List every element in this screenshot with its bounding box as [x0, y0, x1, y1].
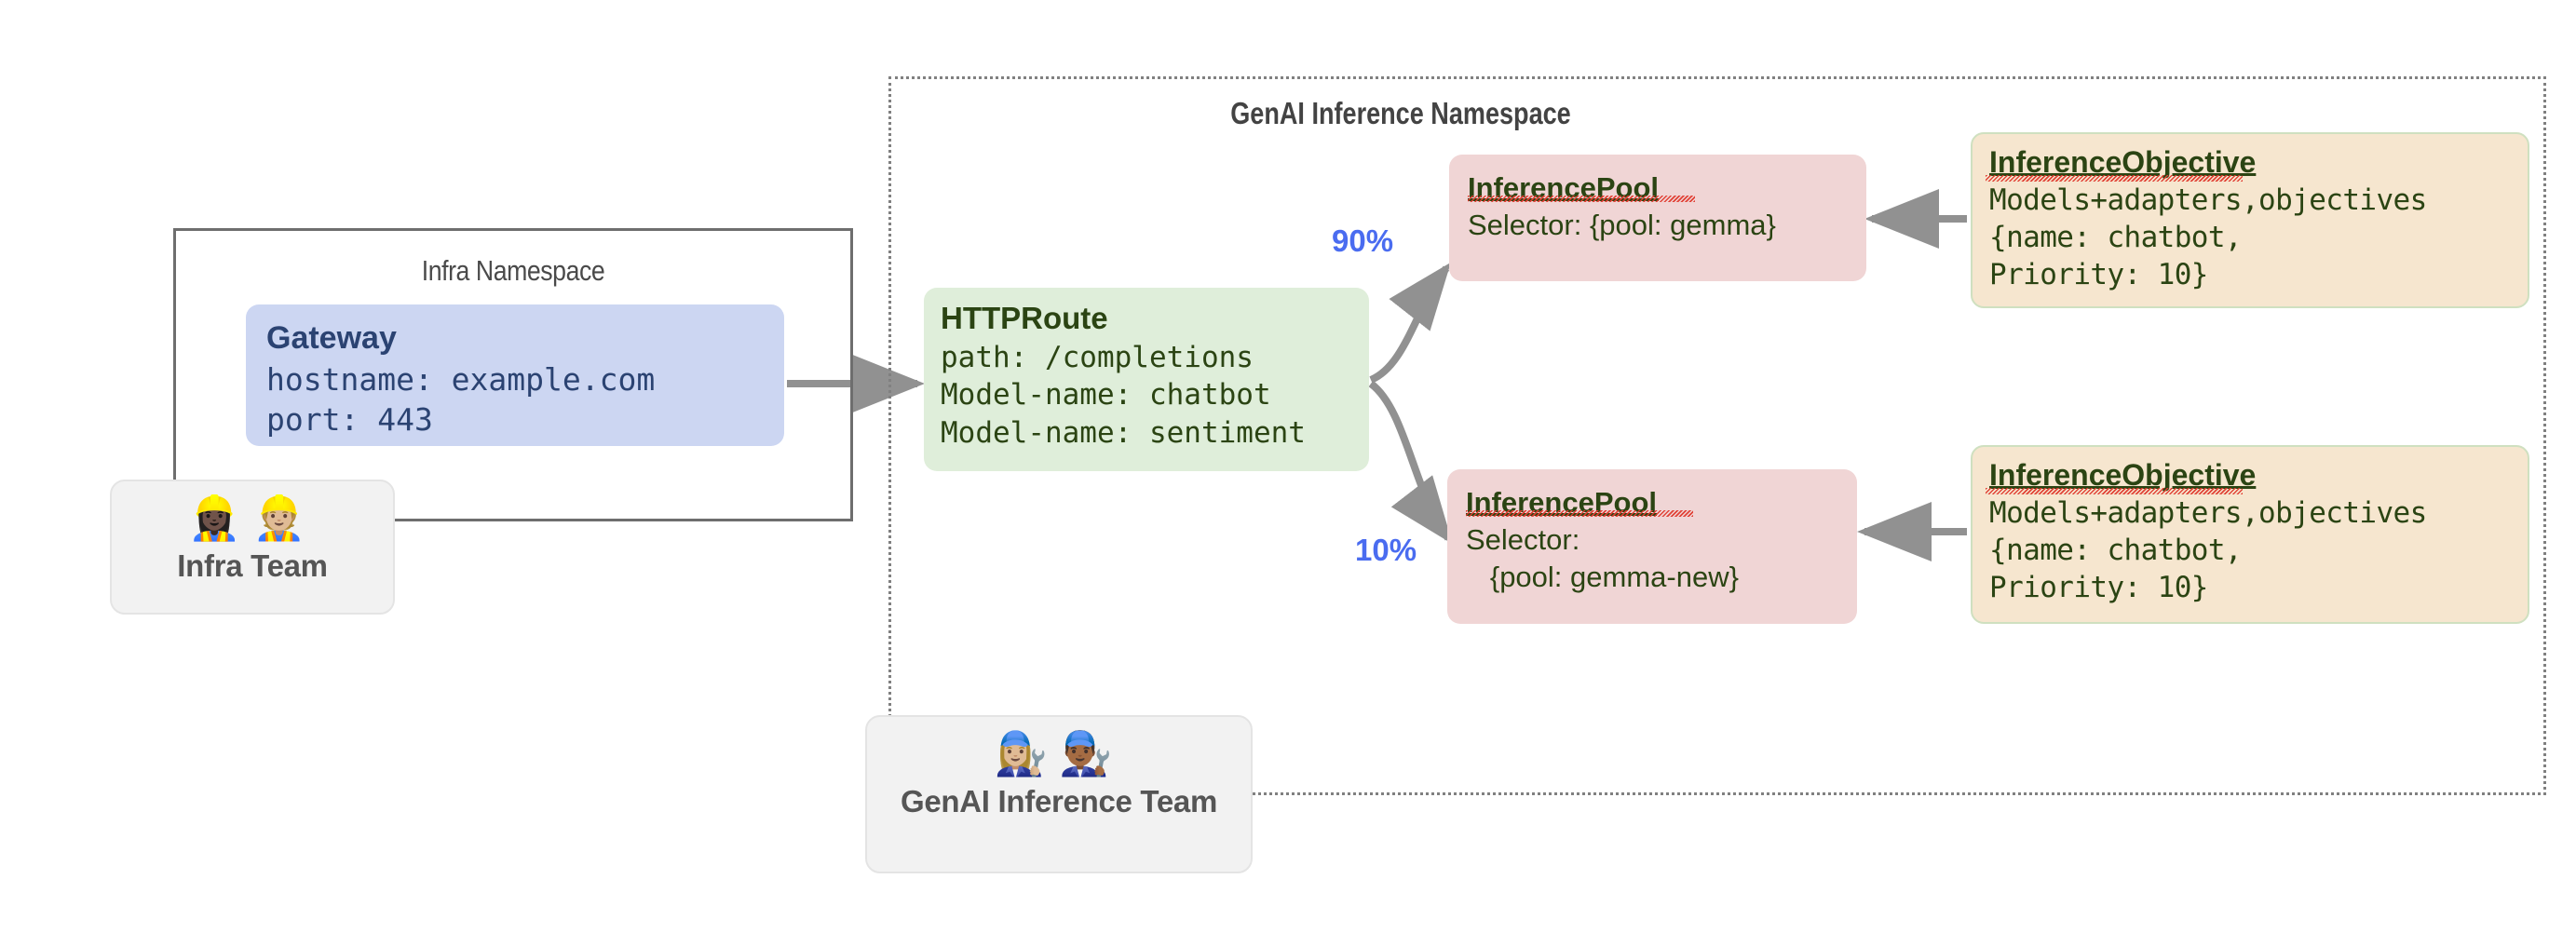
team-card-infra[interactable]: 👷🏿‍♀️👷🏼 Infra Team — [110, 480, 395, 615]
node-inferenceobjective-bottom-line-3: Priority: 10} — [1989, 571, 2208, 605]
node-inferenceobjective-bottom-line-1: Models+adapters,objectives — [1989, 495, 2427, 530]
node-inferenceobjective-top-title: InferenceObjective — [1989, 145, 2257, 179]
node-inferencepool-gemma[interactable]: InferencePool Selector: {pool: gemma} — [1449, 155, 1866, 281]
node-httproute-line-model-chatbot: Model-name: chatbot — [941, 378, 1271, 412]
team-card-infra-label: Infra Team — [177, 548, 328, 583]
node-inferenceobjective-bottom[interactable]: InferenceObjective Models+adapters,objec… — [1971, 445, 2529, 624]
spellcheck-squiggle-icon — [1986, 175, 2243, 182]
namespace-infra: Infra Namespace — [173, 228, 853, 521]
node-httproute[interactable]: HTTPRoute path: /completions Model-name:… — [924, 288, 1369, 471]
spellcheck-squiggle-icon — [1986, 488, 2243, 494]
traffic-split-label-90: 90% — [1332, 223, 1394, 258]
traffic-split-label-10: 10% — [1355, 533, 1417, 567]
node-inferenceobjective-top-line-3: Priority: 10} — [1989, 258, 2208, 292]
team-card-genai[interactable]: 👩🏼‍🔧👨🏾‍🔧 GenAI Inference Team — [865, 715, 1253, 873]
node-inferencepool-gemma-new[interactable]: InferencePool Selector: {pool: gemma-new… — [1447, 469, 1857, 624]
node-gateway-title: Gateway — [266, 320, 397, 356]
node-inferenceobjective-top-line-2: {name: chatbot, — [1989, 221, 2243, 255]
node-inferencepool-gemma-new-selector: Selector: — [1466, 522, 1580, 556]
node-httproute-line-model-sentiment: Model-name: sentiment — [941, 415, 1306, 450]
node-gateway[interactable]: Gateway hostname: example.com port: 443 — [246, 304, 784, 446]
namespace-genai-inference — [888, 76, 2546, 795]
node-inferenceobjective-top[interactable]: InferenceObjective Models+adapters,objec… — [1971, 132, 2529, 308]
node-inferenceobjective-top-line-1: Models+adapters,objectives — [1989, 183, 2427, 217]
spellcheck-squiggle-icon — [1466, 510, 1693, 517]
node-inferencepool-gemma-selector: Selector: {pool: gemma} — [1468, 208, 1776, 241]
mechanics-icon: 👩🏼‍🔧👨🏾‍🔧 — [994, 728, 1124, 778]
node-inferenceobjective-bottom-line-2: {name: chatbot, — [1989, 534, 2243, 568]
team-card-genai-label: GenAI Inference Team — [900, 784, 1217, 818]
namespace-infra-title: Infra Namespace — [421, 254, 605, 287]
node-inferencepool-gemma-new-selector-value: {pool: gemma-new} — [1466, 560, 1739, 593]
node-inferenceobjective-bottom-title: InferenceObjective — [1989, 458, 2257, 492]
spellcheck-squiggle-icon — [1468, 196, 1695, 202]
node-gateway-line-port: port: 443 — [266, 401, 433, 438]
node-gateway-line-hostname: hostname: example.com — [266, 361, 656, 399]
namespace-genai-inference-title: GenAI Inference Namespace — [1230, 96, 1571, 130]
node-httproute-title: HTTPRoute — [941, 301, 1108, 335]
construction-workers-icon: 👷🏿‍♀️👷🏼 — [187, 493, 318, 543]
node-httproute-line-path: path: /completions — [941, 340, 1254, 374]
